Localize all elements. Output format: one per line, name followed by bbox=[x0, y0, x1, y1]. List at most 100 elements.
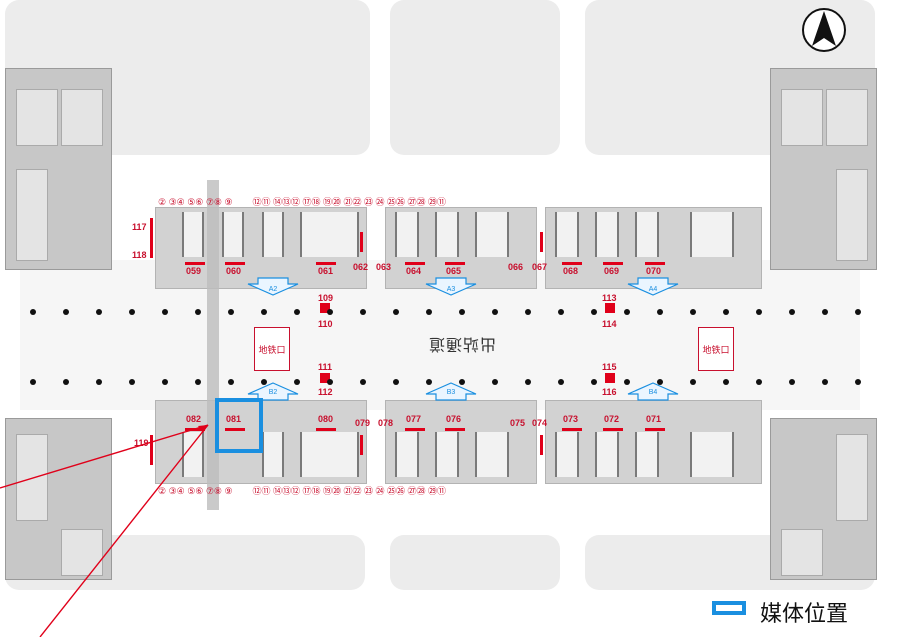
stair-bay bbox=[435, 432, 459, 477]
booth-number: 077 bbox=[406, 414, 422, 424]
booth-number: 061 bbox=[318, 266, 334, 276]
svg-text:A3: A3 bbox=[447, 286, 456, 293]
booth-number: 068 bbox=[563, 266, 579, 276]
column-dot bbox=[624, 309, 630, 315]
booth-number: 075 bbox=[510, 418, 526, 428]
column-dot bbox=[327, 309, 333, 315]
column-dot bbox=[558, 379, 564, 385]
booth-number: 073 bbox=[563, 414, 579, 424]
stair-bay bbox=[555, 212, 579, 257]
media-bar bbox=[150, 435, 153, 465]
booth-number: 115 bbox=[602, 362, 617, 372]
svg-text:B4: B4 bbox=[649, 389, 658, 396]
stair-bay bbox=[222, 212, 244, 257]
column-dot bbox=[855, 379, 861, 385]
svg-text:B2: B2 bbox=[269, 389, 278, 396]
stair-bay bbox=[300, 212, 359, 257]
column-dot bbox=[261, 379, 267, 385]
stair-bay bbox=[262, 212, 284, 257]
column-dot bbox=[96, 379, 102, 385]
booth-number: 076 bbox=[446, 414, 462, 424]
stair-bay bbox=[690, 432, 734, 477]
column-dot bbox=[426, 309, 432, 315]
subway-exit-right: 地铁口 bbox=[698, 327, 734, 371]
column-dot bbox=[129, 309, 135, 315]
column-dot bbox=[426, 379, 432, 385]
column-dot bbox=[63, 309, 69, 315]
booth-number: 063 bbox=[376, 262, 392, 272]
column-dot bbox=[558, 309, 564, 315]
stair-bay bbox=[595, 212, 619, 257]
booth-number: 069 bbox=[604, 266, 620, 276]
waiting-hall-top-right bbox=[770, 68, 877, 270]
media-bar bbox=[320, 303, 330, 313]
booth-number: 112 bbox=[318, 387, 333, 397]
booth-number: 080 bbox=[318, 414, 334, 424]
booth-number: 117 bbox=[132, 222, 147, 232]
media-bar bbox=[405, 428, 425, 431]
column-dot bbox=[96, 309, 102, 315]
track-markers-top: ② ③④ ⑤⑥ ⑦⑧ ⑨ ⑫⑪ ⑭⑬⑫ ⑰⑱ ⑲⑳ ㉑㉒ ㉓ ㉔ ㉕㉖ ㉗㉘ ㉙… bbox=[158, 197, 447, 207]
legend-label: 媒体位置 bbox=[760, 601, 849, 626]
media-bar bbox=[645, 262, 665, 265]
column-dot bbox=[492, 309, 498, 315]
column-dot bbox=[195, 309, 201, 315]
booth-number: 074 bbox=[532, 418, 548, 428]
column-dot bbox=[261, 309, 267, 315]
booth-number: 071 bbox=[646, 414, 662, 424]
booth-number: 109 bbox=[318, 293, 334, 303]
booth-number: 113 bbox=[602, 293, 617, 303]
column-dot bbox=[459, 379, 465, 385]
media-bar bbox=[603, 262, 623, 265]
background-block bbox=[390, 535, 560, 590]
column-dot bbox=[657, 309, 663, 315]
column-dot bbox=[360, 309, 366, 315]
booth-number: 065 bbox=[446, 266, 462, 276]
booth-number: 059 bbox=[186, 266, 202, 276]
booth-number: 119 bbox=[134, 438, 149, 448]
booth-number: 116 bbox=[602, 387, 617, 397]
media-bar bbox=[445, 428, 465, 431]
stair-bay bbox=[635, 432, 659, 477]
booth-number: 060 bbox=[226, 266, 242, 276]
media-bar bbox=[360, 232, 363, 252]
booth-number: 114 bbox=[602, 319, 617, 329]
media-bar bbox=[540, 232, 543, 252]
waiting-hall-bottom-right bbox=[770, 418, 877, 580]
booth-number: 081 bbox=[226, 414, 242, 424]
legend-swatch bbox=[712, 601, 746, 615]
media-bar bbox=[605, 373, 615, 383]
booth-number: 118 bbox=[132, 250, 147, 260]
column-dot bbox=[162, 309, 168, 315]
stair-bay bbox=[395, 432, 419, 477]
stair-bay bbox=[635, 212, 659, 257]
platform-arrow-b3: B3 bbox=[425, 382, 477, 401]
stair-bay bbox=[435, 212, 459, 257]
media-bar bbox=[185, 262, 205, 265]
column-dot bbox=[789, 379, 795, 385]
column-dot bbox=[690, 379, 696, 385]
media-bar bbox=[225, 428, 245, 431]
booth-number: 078 bbox=[378, 418, 394, 428]
column-dot bbox=[30, 309, 36, 315]
waiting-hall-top-left bbox=[5, 68, 112, 270]
column-dot bbox=[591, 309, 597, 315]
column-dot bbox=[393, 309, 399, 315]
stair-bay bbox=[475, 212, 509, 257]
stair-bay bbox=[182, 212, 204, 257]
stair-bay bbox=[475, 432, 509, 477]
media-bar bbox=[562, 428, 582, 431]
column-dot bbox=[228, 309, 234, 315]
media-bar bbox=[316, 428, 336, 431]
column-dot bbox=[63, 379, 69, 385]
media-bar bbox=[445, 262, 465, 265]
media-bar bbox=[605, 303, 615, 313]
booth-number: 062 bbox=[353, 262, 369, 272]
media-bar bbox=[645, 428, 665, 431]
column-dot bbox=[228, 379, 234, 385]
stair-bay bbox=[690, 212, 734, 257]
column-dot bbox=[723, 309, 729, 315]
background-block bbox=[390, 0, 560, 155]
stair-bay bbox=[262, 432, 284, 477]
column-dot bbox=[789, 309, 795, 315]
